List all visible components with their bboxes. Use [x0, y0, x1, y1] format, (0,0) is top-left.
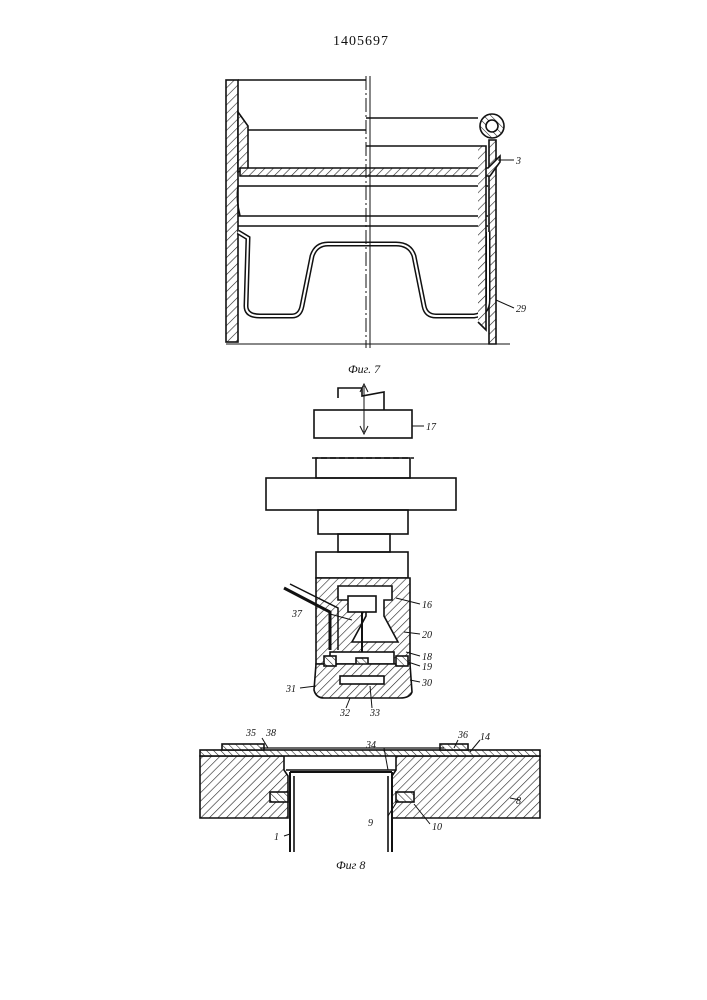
- callout-33: 33: [369, 708, 380, 719]
- callout-36: 36: [457, 730, 468, 741]
- callout-19: 19: [422, 662, 432, 673]
- callout-3: 3: [515, 156, 521, 167]
- figure-8-die: [200, 738, 540, 852]
- callout-17: 17: [426, 422, 437, 433]
- left-wall: [226, 80, 238, 342]
- callout-38: 38: [265, 728, 276, 739]
- callout-8: 8: [516, 796, 521, 807]
- callout-10: 10: [432, 822, 442, 833]
- callout-1: 1: [274, 832, 279, 843]
- callout-14: 14: [480, 732, 490, 743]
- callout-31: 31: [285, 684, 296, 695]
- callout-9: 9: [368, 818, 373, 829]
- callout-32: 32: [339, 708, 350, 719]
- callout-34: 34: [365, 740, 376, 751]
- figure-8-caption: Фиг 8: [336, 858, 365, 873]
- figure-7-caption: Фиг. 7: [348, 362, 380, 377]
- callout-30: 30: [421, 678, 432, 689]
- callout-29: 29: [516, 304, 526, 315]
- callout-35: 35: [245, 728, 256, 739]
- figure-7: [226, 76, 514, 348]
- callout-16: 16: [422, 600, 432, 611]
- callout-37: 37: [291, 609, 303, 620]
- callout-20: 20: [422, 630, 432, 641]
